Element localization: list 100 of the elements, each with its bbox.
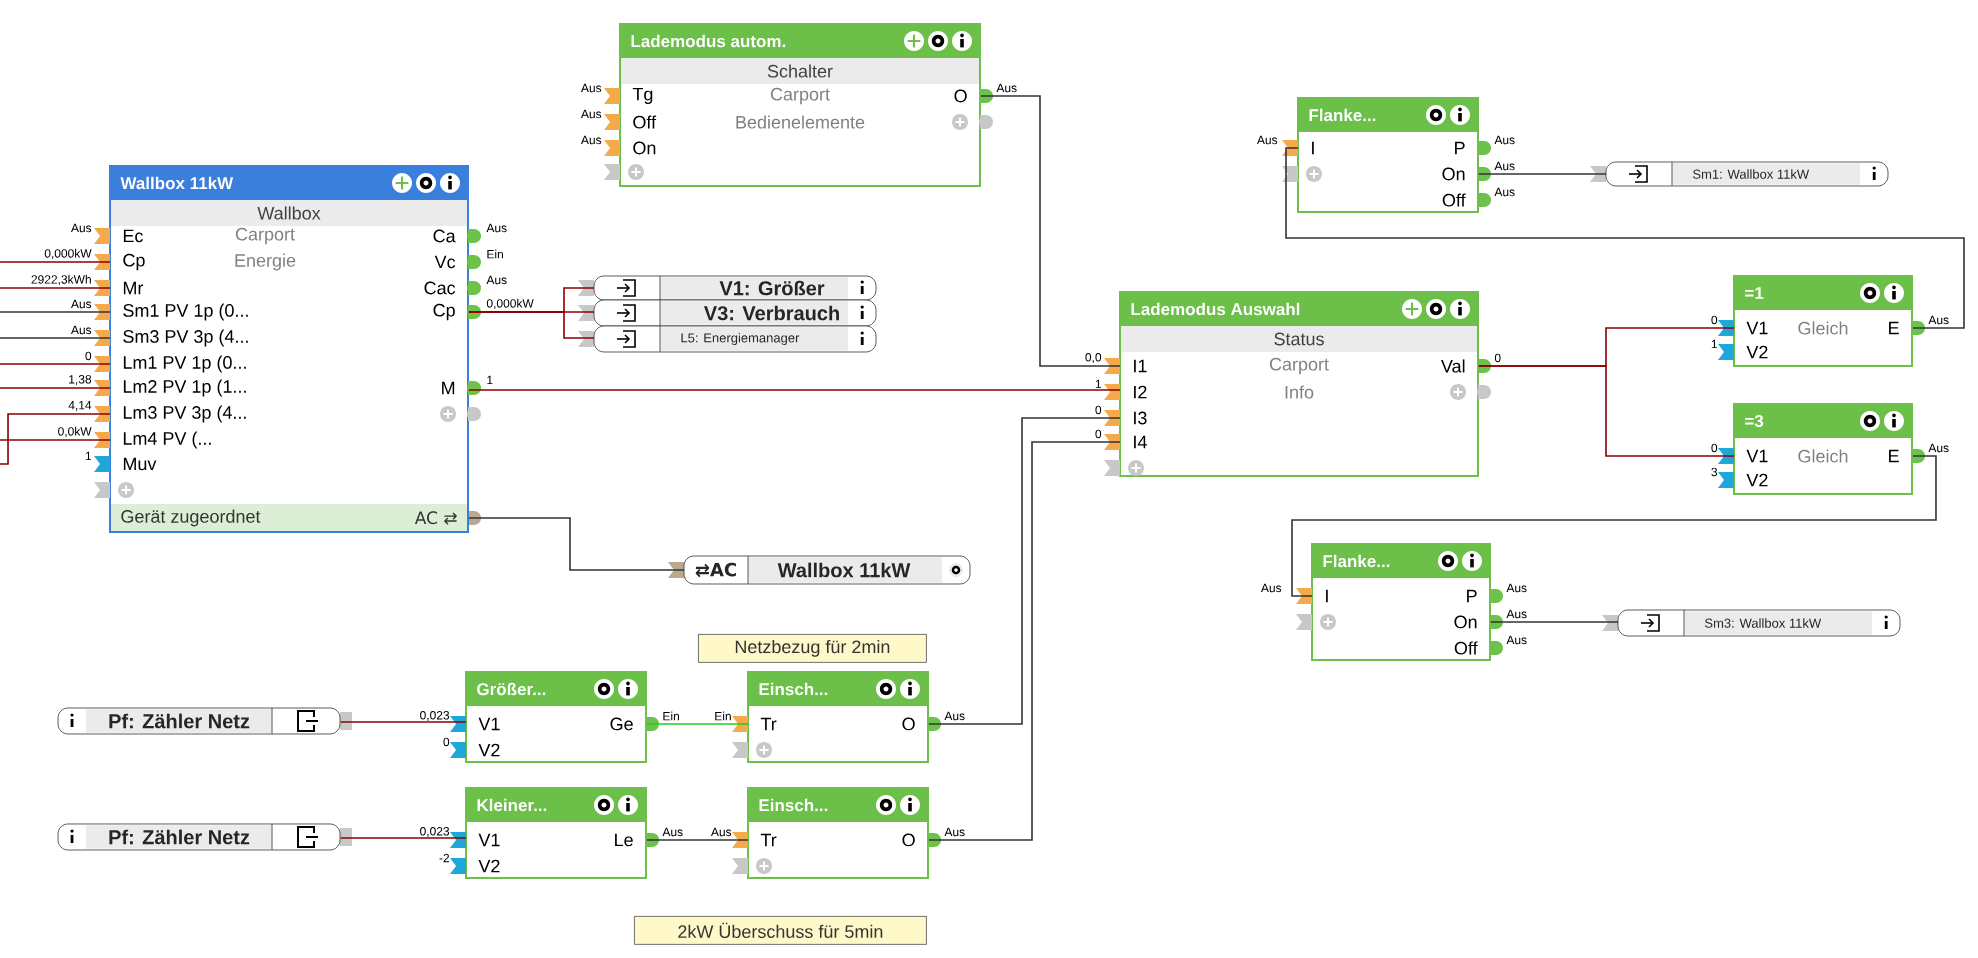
block-type: Wallbox	[257, 206, 321, 220]
block-label: Carport	[235, 227, 295, 245]
port-label: I	[1326, 589, 1328, 603]
port-label: On	[1442, 167, 1465, 181]
port-label: I	[1312, 141, 1314, 155]
block-label: Energie	[235, 253, 296, 271]
port-label: V1	[478, 717, 500, 731]
block-title: =1	[1745, 287, 1764, 299]
connector	[980, 95, 1121, 367]
connector	[468, 389, 1121, 391]
block-title: Wallbox 11kW	[120, 176, 234, 190]
port-label: Off	[1454, 641, 1478, 655]
block-title: Größer...	[477, 682, 546, 696]
port-label: Lm4 PV (...	[123, 431, 211, 449]
connector	[1478, 173, 1607, 175]
port-label: E	[1889, 449, 1899, 463]
port-label: Tg	[632, 87, 653, 105]
port-label: P	[1455, 141, 1465, 155]
block-title: Kleiner...	[477, 798, 547, 812]
port-label: V2	[1746, 473, 1768, 487]
reference-label: Pf: Zähler Netz	[109, 829, 250, 845]
port-label: Mr	[123, 281, 144, 295]
connector	[1291, 455, 1937, 597]
connector	[468, 517, 685, 571]
port-label: On	[633, 141, 656, 155]
port-label: O	[902, 833, 915, 847]
port-label: I1	[1134, 359, 1147, 373]
connector	[0, 363, 111, 365]
reference-box	[1602, 609, 1901, 637]
reference-box	[57, 707, 352, 735]
port-label: I4	[1134, 435, 1147, 449]
reference-label: V3: Verbrauch	[703, 305, 839, 321]
block-label: Carport	[1269, 357, 1329, 375]
port-label: E	[1889, 321, 1899, 335]
port-label: V1	[1746, 449, 1768, 463]
port-label: Cp	[123, 253, 145, 271]
connector	[0, 387, 111, 389]
port-label: Lm1 PV 1p (0...	[123, 355, 246, 373]
connector	[340, 721, 467, 723]
port-label: Ca	[433, 229, 456, 243]
block-label: Gleich	[1798, 449, 1848, 463]
block-title: Lademodus autom.	[631, 34, 786, 48]
reference-label: Pf: Zähler Netz	[109, 713, 250, 729]
connector	[0, 287, 111, 289]
connector	[0, 311, 111, 313]
port-label: V1	[1746, 321, 1768, 335]
port-label: Sm3 PV 3p (4...	[123, 329, 248, 347]
port-label: P	[1467, 589, 1477, 603]
connector	[928, 417, 1121, 725]
connector	[646, 723, 749, 725]
port-label: V2	[1746, 345, 1768, 359]
status-label: Gerät zugeordnet	[121, 509, 261, 527]
connector	[1490, 621, 1619, 623]
port-label: Lm2 PV 1p (1...	[123, 379, 246, 397]
connector	[468, 311, 595, 339]
connector	[0, 337, 111, 339]
port-label: Lm3 PV 3p (4...	[123, 405, 246, 423]
block-label: Info	[1285, 385, 1314, 399]
connector	[646, 839, 749, 841]
port-label: Val	[1441, 359, 1465, 373]
port-label: V2	[478, 859, 500, 873]
port-label: Off	[1442, 193, 1466, 207]
port-label: Ec	[123, 229, 143, 243]
block-title: Flanke...	[1323, 554, 1390, 568]
connector	[928, 441, 1121, 841]
port-label: O	[954, 89, 967, 103]
port-label: Sm1 PV 1p (0...	[123, 303, 248, 321]
block-label: Bedienelemente	[736, 115, 865, 129]
port-label: O	[902, 717, 915, 731]
connector	[0, 413, 111, 465]
port-label: V2	[478, 743, 500, 757]
reference-box	[578, 325, 877, 353]
port-label: I3	[1134, 411, 1147, 425]
port-label: Tr	[760, 717, 777, 731]
reference-box	[668, 555, 971, 585]
block-label: Gleich	[1798, 321, 1848, 335]
connector	[0, 439, 111, 441]
port-label: M	[442, 381, 455, 395]
reference-box	[1590, 161, 1889, 187]
block-title: Flanke...	[1309, 108, 1376, 122]
block-title: Einsch...	[759, 682, 828, 696]
reference-box	[578, 299, 877, 327]
connector	[0, 261, 111, 263]
block-title: Einsch...	[759, 798, 828, 812]
port-label: Off	[633, 115, 657, 129]
block-title: =3	[1745, 414, 1764, 427]
reference-label: V1: Größer	[719, 280, 825, 296]
port-label: Le	[615, 833, 633, 847]
port-label: I2	[1134, 385, 1147, 399]
reference-box	[57, 823, 352, 851]
block-label: Carport	[770, 87, 830, 105]
connector	[1285, 147, 1965, 329]
connector	[340, 837, 467, 839]
reference-label: Wallbox 11kW	[777, 562, 911, 578]
block-title: Lademodus Auswahl	[1131, 302, 1300, 316]
connector	[1478, 365, 1735, 457]
port-label: V1	[478, 833, 500, 847]
block-type: Schalter	[767, 64, 833, 78]
connection-label: ⇄AC	[695, 562, 736, 578]
port-label: On	[1454, 615, 1477, 629]
